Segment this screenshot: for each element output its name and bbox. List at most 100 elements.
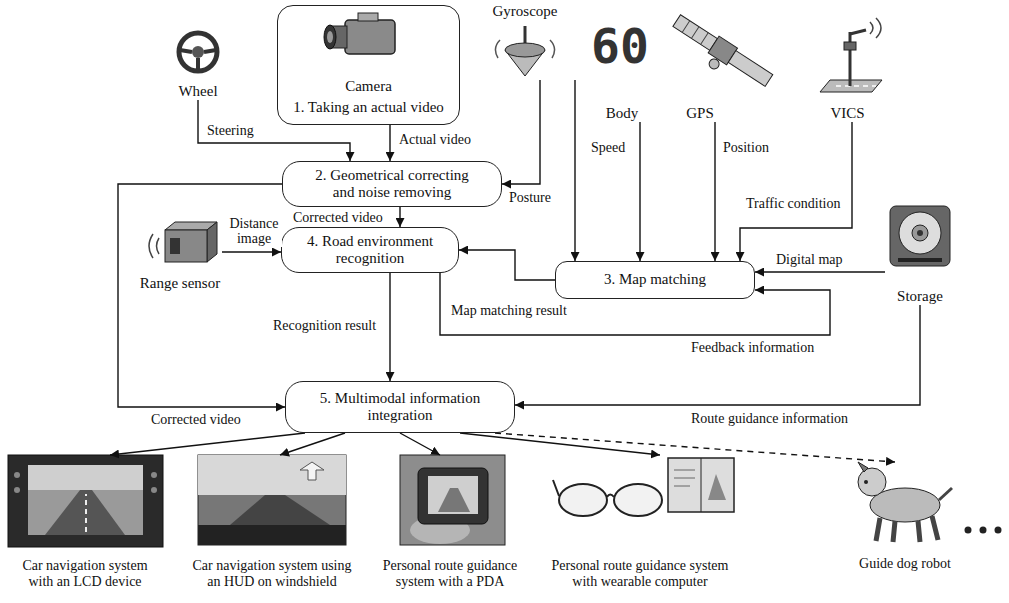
connector (515, 305, 920, 405)
range-sensor-icon (149, 234, 159, 258)
guide-dog-robot-icon (864, 480, 868, 484)
guide-dog-robot-icon (858, 468, 886, 496)
lcd-navigation-photo (28, 465, 143, 535)
vics-antenna-icon (849, 32, 852, 86)
steering-wheel-icon (180, 50, 216, 70)
node-text: 4. Road environment recognition (295, 233, 445, 268)
node-text: GPS (686, 105, 714, 122)
edge-label: Recognition result (272, 318, 377, 333)
edge-label: Distance image (226, 216, 282, 247)
pda-photo (428, 476, 478, 514)
satellite-icon (728, 51, 773, 87)
connector (389, 273, 390, 381)
guide-dog-robot-icon (858, 462, 952, 542)
storage-icon: Storage (885, 200, 955, 305)
process-box: Camera1. Taking an actual video (277, 5, 460, 125)
lcd-navigation-photo (151, 487, 157, 493)
vics-antenna-icon (850, 30, 866, 34)
steering-wheel-icon (179, 33, 217, 71)
wearable-computer-icon (668, 458, 734, 512)
camera-icon (324, 13, 395, 54)
edge-label: Digital map (775, 252, 844, 267)
range-sensor-icon (170, 238, 180, 254)
hud-windshield-photo (198, 455, 346, 495)
sensor-icon: Wheel (168, 28, 228, 100)
vics-antenna-icon (836, 85, 876, 87)
camera-icon (324, 25, 336, 49)
range-sensor-icon (165, 230, 207, 262)
edge-label: Posture (508, 190, 552, 205)
connector (502, 80, 540, 184)
gyroscope-icon (495, 26, 554, 76)
node-text: Body (606, 105, 639, 122)
camera-icon (358, 13, 378, 21)
node-text: VICS (830, 105, 864, 122)
edge-label: Corrected video (292, 210, 384, 225)
lcd-navigation-photo (45, 490, 125, 535)
vics-antenna-icon (844, 42, 856, 50)
connector (639, 122, 640, 261)
node-text: Guide dog robot (859, 556, 951, 572)
camera-icon (345, 20, 395, 54)
wearable-computer-icon (614, 484, 662, 516)
connector (460, 433, 660, 455)
gyroscope-icon (495, 40, 554, 58)
storage-icon (898, 258, 942, 262)
wearable-computer-icon (674, 470, 695, 486)
guide-dog-robot-icon (939, 488, 952, 500)
node-text: 1. Taking an actual video (293, 99, 444, 116)
wearable-computer-icon (708, 474, 726, 500)
hud-windshield-photo (230, 495, 330, 525)
edge-label: Map matching result (450, 303, 568, 318)
node-text: Car navigation system using an HUD on wi… (190, 558, 355, 590)
pda-photo (418, 468, 488, 524)
pda-photo (438, 488, 470, 512)
output-device: Car navigation system using an HUD on wi… (182, 455, 362, 590)
node-text: Personal route guidance system with a PD… (375, 558, 525, 590)
wearable-computer-icon (553, 458, 734, 516)
camera-icon (327, 31, 333, 43)
satellite-icon (707, 57, 721, 71)
process-box: 5. Multimodal information integration (285, 381, 515, 433)
process-box: 2. Geometrical correcting and noise remo… (282, 161, 502, 207)
speed-display: 60 (591, 22, 649, 70)
connector (389, 125, 390, 161)
storage-icon (912, 225, 928, 241)
wearable-computer-icon (701, 458, 702, 512)
node-text: Storage (897, 288, 943, 305)
sensor-icon: GPS (665, 5, 735, 122)
continuation-dots (965, 527, 1002, 534)
process-box: 3. Map matching (555, 261, 755, 299)
connector (755, 271, 885, 272)
node-text: 3. Map matching (604, 271, 706, 288)
connector (118, 184, 285, 407)
pda-photo (400, 455, 505, 545)
edge-label: Speed (590, 140, 626, 155)
node-text: 5. Multimodal information integration (310, 390, 490, 425)
lcd-navigation-photo (8, 455, 163, 547)
range-sensor-icon (149, 222, 217, 262)
satellite-icon (665, 12, 774, 98)
connector (400, 433, 440, 455)
process-box: 4. Road environment recognition (281, 227, 459, 273)
gyroscope-icon (524, 26, 527, 44)
hud-windshield-photo (300, 462, 324, 480)
lcd-navigation-photo (8, 455, 163, 547)
gyroscope-icon (505, 43, 545, 57)
steering-wheel-icon (192, 46, 204, 58)
edge-label: Corrected video (150, 412, 242, 427)
continuation-dots (980, 527, 987, 534)
connector (399, 207, 400, 227)
edge-label: Steering (206, 123, 255, 138)
guide-dog-robot-icon (858, 462, 868, 472)
pda-photo (400, 455, 505, 545)
range-sensor-icon (207, 222, 217, 262)
hud-windshield-photo (198, 525, 346, 545)
node-text: Range sensor (140, 275, 220, 292)
wearable-computer-icon (559, 484, 607, 516)
node-text: Wheel (178, 83, 217, 100)
edge-label: Traffic condition (745, 196, 842, 211)
continuation-dots (995, 527, 1002, 534)
edge-label: Feedback information (690, 340, 815, 355)
